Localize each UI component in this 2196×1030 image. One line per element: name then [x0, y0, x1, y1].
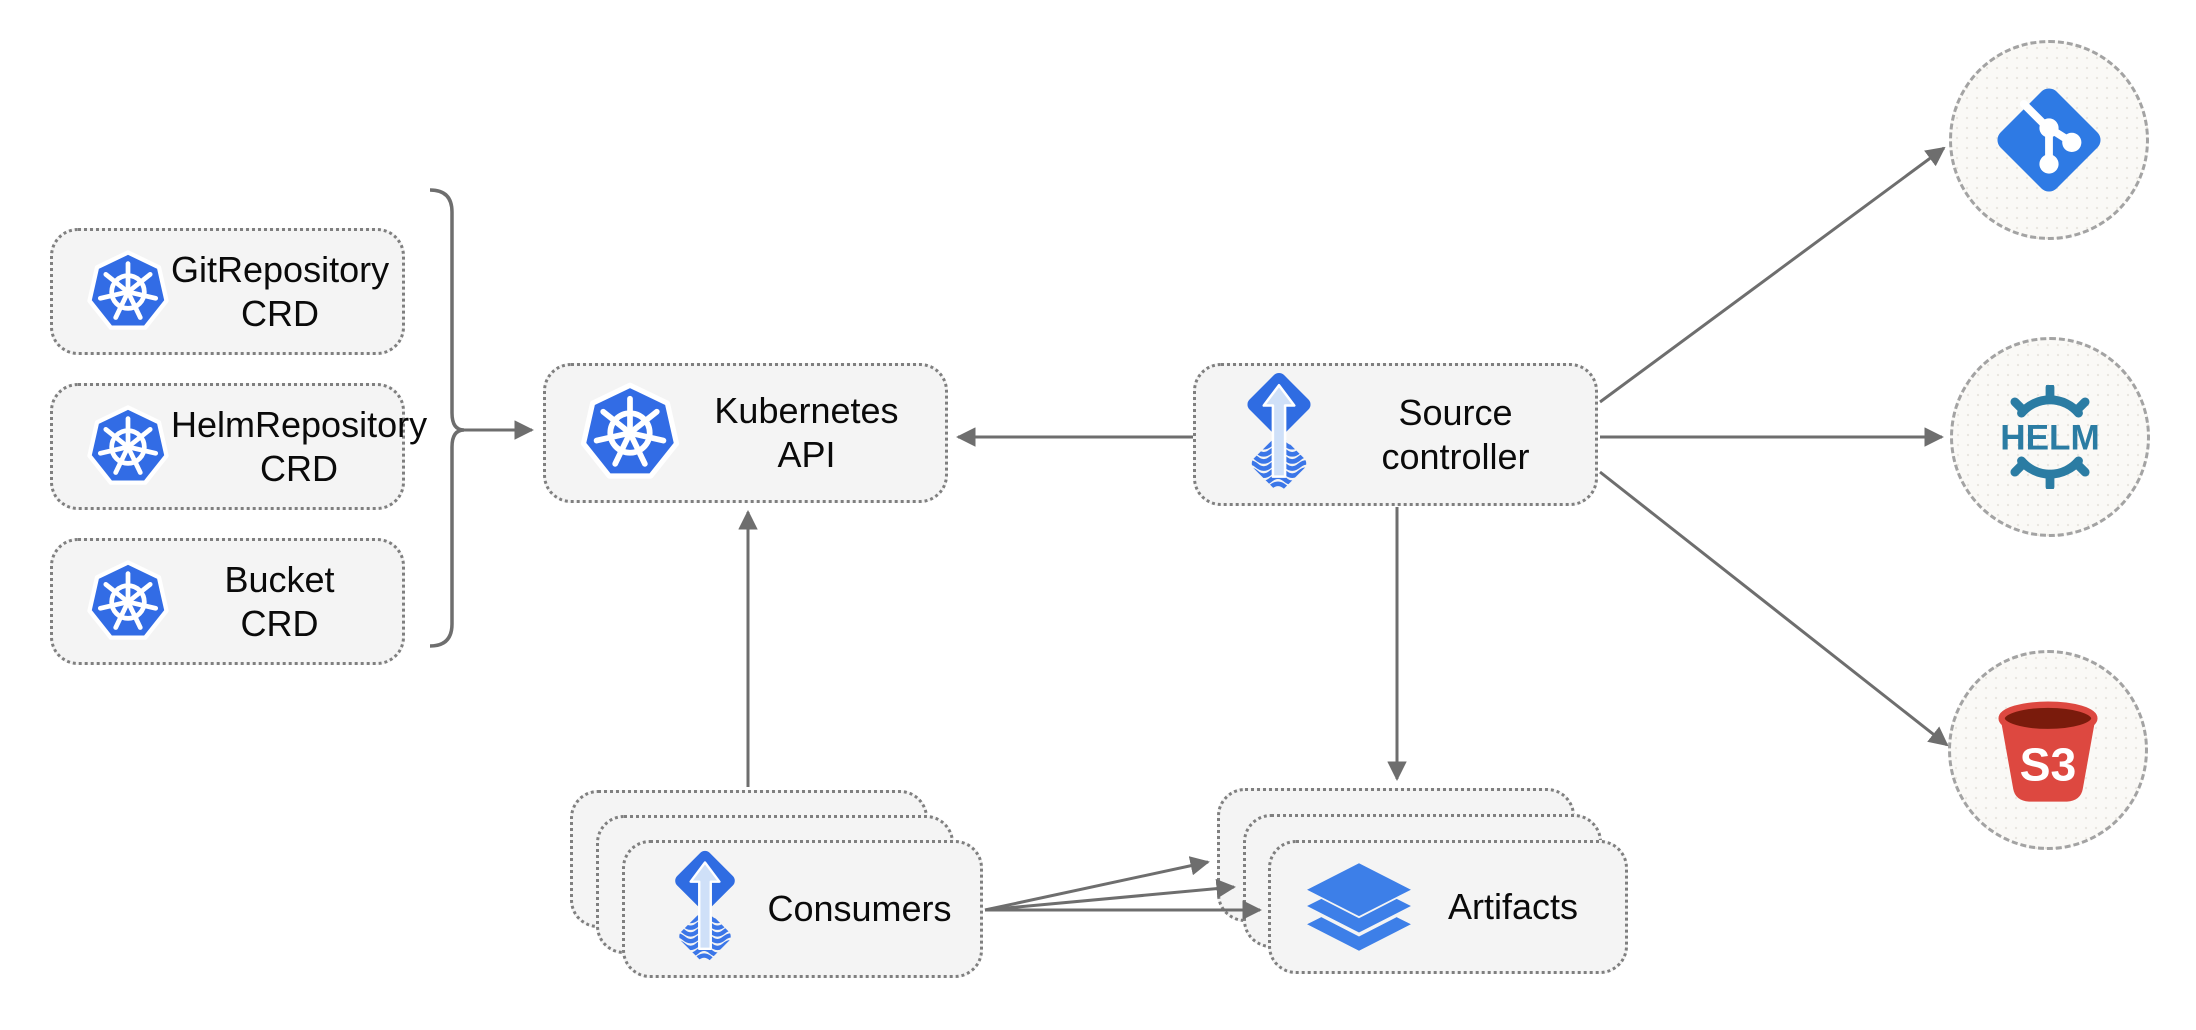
- layers-icon: [1303, 861, 1415, 953]
- source-controller-node: Source controller: [1193, 363, 1598, 506]
- helm-icon: HELM: [2000, 385, 2100, 489]
- arrow-consumers-to-artifacts-back: [984, 856, 1210, 912]
- flux-icon: [657, 850, 753, 969]
- arrow-source-controller-to-s3: [1599, 470, 1949, 747]
- s3-label: S3: [2020, 739, 2077, 791]
- git-icon: [1997, 88, 2101, 192]
- bucket-crd-label: Bucket CRD: [224, 558, 335, 644]
- gitrepository-crd-node: GitRepository CRD: [50, 228, 405, 355]
- helmrepository-crd-label: HelmRepository CRD: [171, 403, 428, 489]
- arrow-source-controller-to-git: [1599, 146, 1946, 404]
- kubernetes-icon: [85, 557, 171, 647]
- arrow-consumers-to-artifacts-middle: [984, 878, 1236, 912]
- artifacts-label: Artifacts: [1447, 886, 1579, 928]
- helm-source-node: HELM: [1950, 337, 2150, 537]
- helmrepository-crd-node: HelmRepository CRD: [50, 383, 427, 510]
- kubernetes-icon: [578, 379, 682, 487]
- consumers-label: Consumers: [767, 888, 952, 930]
- gitrepository-crd-label: GitRepository CRD: [171, 248, 390, 334]
- kubernetes-api-node: Kubernetes API: [543, 363, 948, 503]
- kubernetes-api-label: Kubernetes API: [714, 390, 899, 475]
- source-controller-label: Source controller: [1381, 391, 1530, 477]
- s3-source-node: S3: [1948, 650, 2148, 850]
- flux-icon: [1228, 372, 1330, 498]
- artifacts-node: Artifacts: [1268, 840, 1628, 974]
- bucket-crd-node: Bucket CRD: [50, 538, 405, 665]
- kubernetes-icon: [85, 402, 171, 492]
- kubernetes-icon: [85, 247, 171, 337]
- consumers-node: Consumers: [622, 840, 983, 978]
- helm-label: HELM: [2000, 418, 2100, 457]
- s3-bucket-icon: S3: [1998, 701, 2098, 802]
- git-source-node: [1949, 40, 2149, 240]
